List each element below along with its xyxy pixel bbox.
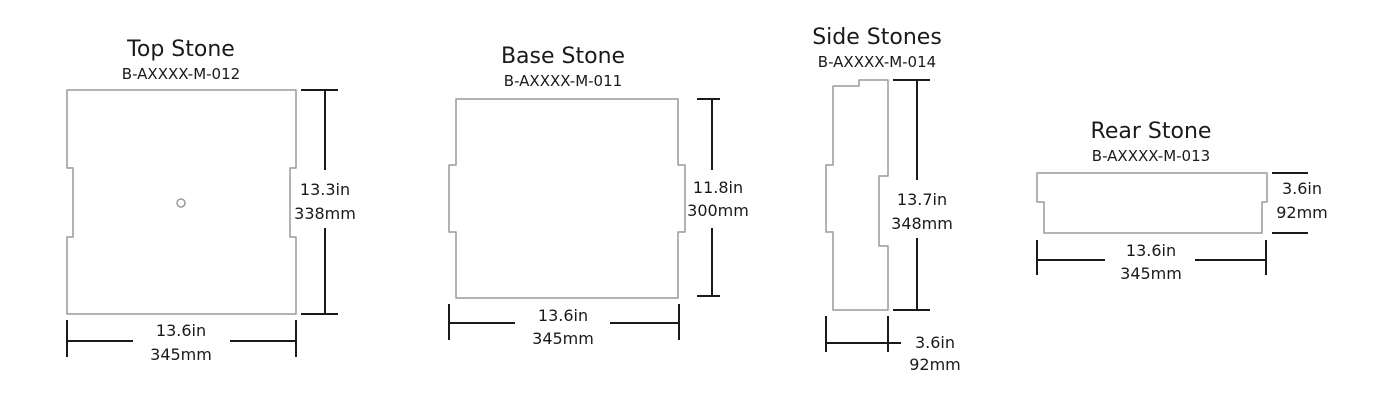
- side-stones-height-dimension: 13.7in 348mm: [891, 79, 953, 311]
- side-stones-width-dimension: 3.6in 92mm: [825, 316, 961, 374]
- width-mm: 345mm: [1120, 264, 1182, 283]
- top-stone-width-dimension: 13.6in 345mm: [66, 320, 297, 364]
- top-stone: Top Stone B-AXXXX-M-012 13.3in 338mm 13.…: [66, 37, 356, 364]
- base-stone-width-dimension: 13.6in 345mm: [448, 304, 680, 348]
- width-in: 3.6in: [915, 333, 955, 352]
- rear-stone-code: B-AXXXX-M-013: [1092, 147, 1210, 165]
- rear-stone-title: Rear Stone: [1091, 119, 1212, 144]
- side-stones-outline: [825, 79, 889, 311]
- width-mm: 345mm: [150, 345, 212, 364]
- height-mm: 348mm: [891, 214, 953, 233]
- rear-stone: Rear Stone B-AXXXX-M-013 3.6in 92mm 13.6…: [1036, 119, 1328, 283]
- width-in: 13.6in: [156, 321, 206, 340]
- side-stones: Side Stones B-AXXXX-M-014 13.7in 348mm 3…: [812, 25, 961, 374]
- base-stone: Base Stone B-AXXXX-M-011 11.8in 300mm 13…: [448, 44, 749, 348]
- width-in: 13.6in: [538, 306, 588, 325]
- top-stone-title: Top Stone: [126, 37, 235, 62]
- height-in: 3.6in: [1282, 179, 1322, 198]
- width-in: 13.6in: [1126, 241, 1176, 260]
- height-mm: 338mm: [294, 204, 356, 223]
- top-stone-height-dimension: 13.3in 338mm: [294, 89, 356, 315]
- height-mm: 300mm: [687, 201, 749, 220]
- top-stone-code: B-AXXXX-M-012: [122, 65, 240, 83]
- base-stone-title: Base Stone: [501, 44, 625, 69]
- height-in: 13.7in: [897, 190, 947, 209]
- height-mm: 92mm: [1276, 203, 1328, 222]
- height-in: 11.8in: [693, 178, 743, 197]
- side-stones-title: Side Stones: [812, 25, 942, 50]
- height-in: 13.3in: [300, 180, 350, 199]
- rear-stone-height-dimension: 3.6in 92mm: [1272, 172, 1328, 234]
- base-stone-height-dimension: 11.8in 300mm: [687, 98, 749, 297]
- rear-stone-width-dimension: 13.6in 345mm: [1036, 240, 1267, 283]
- center-hole: [176, 198, 186, 208]
- side-stones-code: B-AXXXX-M-014: [818, 53, 936, 71]
- base-stone-code: B-AXXXX-M-011: [504, 72, 622, 90]
- base-stone-outline: [448, 98, 686, 299]
- rear-stone-outline: [1036, 172, 1268, 234]
- width-mm: 92mm: [909, 355, 961, 374]
- width-mm: 345mm: [532, 329, 594, 348]
